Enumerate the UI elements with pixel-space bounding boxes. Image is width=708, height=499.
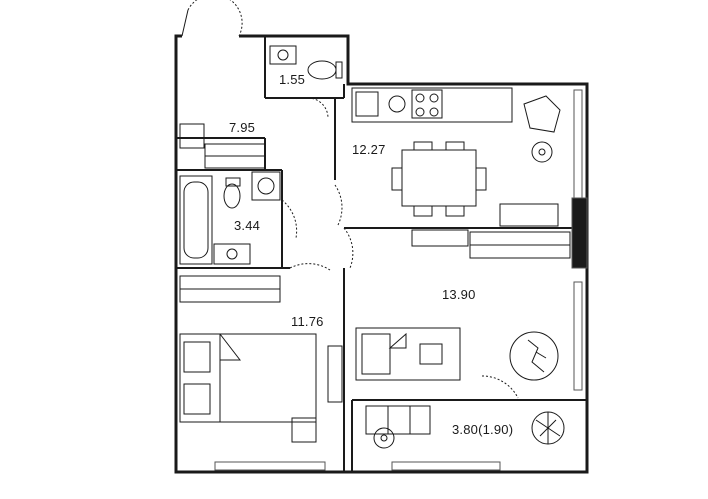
- toilet-bathroom: [223, 177, 241, 209]
- tv-unit: [499, 203, 559, 227]
- sink-bathroom: [213, 243, 251, 265]
- kitchen-counter: [351, 87, 513, 123]
- room-area-bathroom-small: 1.55: [279, 72, 306, 87]
- armchair: [523, 95, 561, 163]
- room-area-balcony: 3.80(1.90): [452, 422, 514, 437]
- interior-walls: [176, 36, 587, 472]
- room-area-bathroom: 3.44: [234, 218, 261, 233]
- wardrobe-hallway: [179, 123, 266, 169]
- bedroom-shelf: [327, 345, 343, 403]
- sink-small: [269, 45, 297, 65]
- wardrobe-living: [411, 229, 571, 259]
- room-area-living-room: 13.90: [442, 287, 476, 302]
- washing-machine: [251, 171, 281, 201]
- room-area-kitchen: 12.27: [352, 142, 386, 157]
- toilet-small: [307, 60, 343, 80]
- windows: [214, 89, 588, 471]
- balcony-sofa: [365, 405, 431, 449]
- room-area-bedroom: 11.76: [291, 314, 324, 329]
- bed: [179, 333, 317, 443]
- entrance-door: [181, 0, 243, 37]
- door-swings: [281, 97, 519, 399]
- sofa: [355, 327, 461, 381]
- outer-walls: [174, 34, 589, 474]
- dining-table: [391, 141, 487, 217]
- wardrobe-bedroom: [179, 275, 281, 303]
- bathtub: [179, 175, 213, 265]
- balcony-plant: [531, 411, 565, 445]
- room-area-hallway: 7.95: [229, 120, 256, 135]
- plant-living: [509, 331, 559, 381]
